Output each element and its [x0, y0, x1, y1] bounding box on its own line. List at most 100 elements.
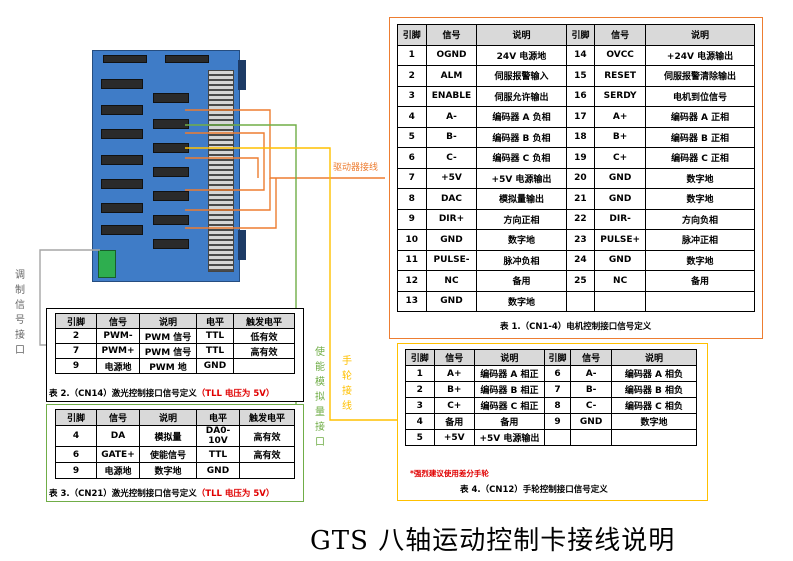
- table4-caption: 表 4.（CN12）手轮控制接口信号定义: [460, 485, 608, 495]
- table-cell: [570, 429, 612, 446]
- orange-wire-4: [185, 178, 265, 191]
- table-cell: B-: [570, 381, 612, 398]
- table-cell: GND: [570, 413, 612, 430]
- table-cell: 19: [565, 147, 596, 169]
- table-cell: 编码器 B 相正: [474, 381, 545, 398]
- table-cell: 数字地: [476, 229, 567, 251]
- table-cell: C-: [425, 147, 478, 169]
- table1-caption: 表 1.（CN1-4）电机控制接口信号定义: [500, 322, 652, 332]
- table-cell: OGND: [425, 44, 478, 66]
- table-cell: 数字地: [645, 188, 755, 210]
- table-cell: 备用: [645, 270, 755, 292]
- table-cell: 编码器 B 负相: [476, 126, 567, 148]
- table-cell: 数字地: [645, 249, 755, 271]
- green-terminal-block: [98, 250, 116, 278]
- table4-header-cell: 引脚: [405, 349, 435, 366]
- table-cell: +24V 电源输出: [645, 44, 755, 66]
- table-cell: 数字地: [610, 413, 698, 430]
- table-cell: 备用: [474, 413, 545, 430]
- table-cell: [594, 290, 646, 312]
- table-cell: GND: [594, 249, 646, 271]
- table-cell: C+: [433, 397, 476, 414]
- heatsink-top: [238, 60, 246, 90]
- connector-6: [101, 203, 143, 213]
- orange-wire-6: [185, 178, 277, 229]
- table-cell: GND: [594, 188, 646, 210]
- table-cell: 编码器 B 正相: [645, 126, 755, 148]
- table-cell: 6: [397, 147, 427, 169]
- table-cell: 15: [565, 65, 596, 87]
- table3-header-cell: 电平: [196, 409, 240, 426]
- table-cell: PWM 地: [139, 358, 197, 374]
- connector-2: [101, 105, 143, 115]
- table-cell: [233, 358, 295, 374]
- table-cell: PWM 信号: [139, 343, 197, 359]
- table-cell: RESET: [594, 65, 646, 87]
- table-cell: C+: [594, 147, 646, 169]
- table-cell: A-: [425, 106, 478, 128]
- table-cell: [645, 290, 755, 312]
- table-cell: +5V: [433, 429, 476, 446]
- table-cell: +5V 电源输出: [474, 429, 545, 446]
- connector-1: [101, 79, 143, 89]
- table-cell: 25: [565, 270, 596, 292]
- table-cell: 9: [55, 358, 97, 374]
- table-cell: PWM-: [96, 328, 140, 344]
- table-cell: PULSE-: [425, 249, 478, 271]
- table-cell: 4: [55, 425, 97, 447]
- table1-header-cell: 说明: [645, 24, 755, 46]
- table-cell: 8: [543, 397, 572, 414]
- table-cell: 2: [55, 328, 97, 344]
- table-cell: 10: [397, 229, 427, 251]
- terminal-strip: [208, 70, 234, 272]
- yellow-wire: [185, 147, 400, 421]
- table-cell: NC: [425, 270, 478, 292]
- table-cell: 数字地: [476, 290, 567, 312]
- table-cell: 13: [397, 290, 427, 312]
- table3-header-cell: 说明: [139, 409, 197, 426]
- table-cell: 编码器 A 负相: [476, 106, 567, 128]
- table4-header-row: 引脚信号说明引脚信号说明: [405, 349, 698, 366]
- table-cell: 4: [397, 106, 427, 128]
- table-cell: GND: [425, 229, 478, 251]
- table-cell: 16: [565, 85, 596, 107]
- table-cell: 11: [397, 249, 427, 271]
- table-cell: DIR-: [594, 208, 646, 230]
- table-cell: TTL: [196, 446, 240, 463]
- table1-header-cell: 引脚: [397, 24, 427, 46]
- table-cell: 9: [55, 462, 97, 479]
- connector-13: [153, 215, 189, 225]
- table2-header-cell: 说明: [139, 313, 197, 329]
- table1-header-cell: 引脚: [565, 24, 596, 46]
- table4-header-cell: 引脚: [543, 349, 572, 366]
- connector-4: [101, 155, 143, 165]
- table-cell: [543, 429, 572, 446]
- table-cell: 低有效: [233, 328, 295, 344]
- table-cell: 21: [565, 188, 596, 210]
- table-cell: GATE+: [96, 446, 140, 463]
- table-cell: 编码器 B 相负: [610, 381, 698, 398]
- table3-header-cell: 信号: [96, 409, 140, 426]
- table-cell: 2: [405, 381, 435, 398]
- table-cell: [239, 462, 295, 479]
- table-cell: TTL: [196, 343, 234, 359]
- table-cell: 伺服允许输出: [476, 85, 567, 107]
- table-cell: B-: [425, 126, 478, 148]
- table-cell: PWM+: [96, 343, 140, 359]
- table-cell: B+: [433, 381, 476, 398]
- table-cell: 12: [397, 270, 427, 292]
- table-cell: SERDY: [594, 85, 646, 107]
